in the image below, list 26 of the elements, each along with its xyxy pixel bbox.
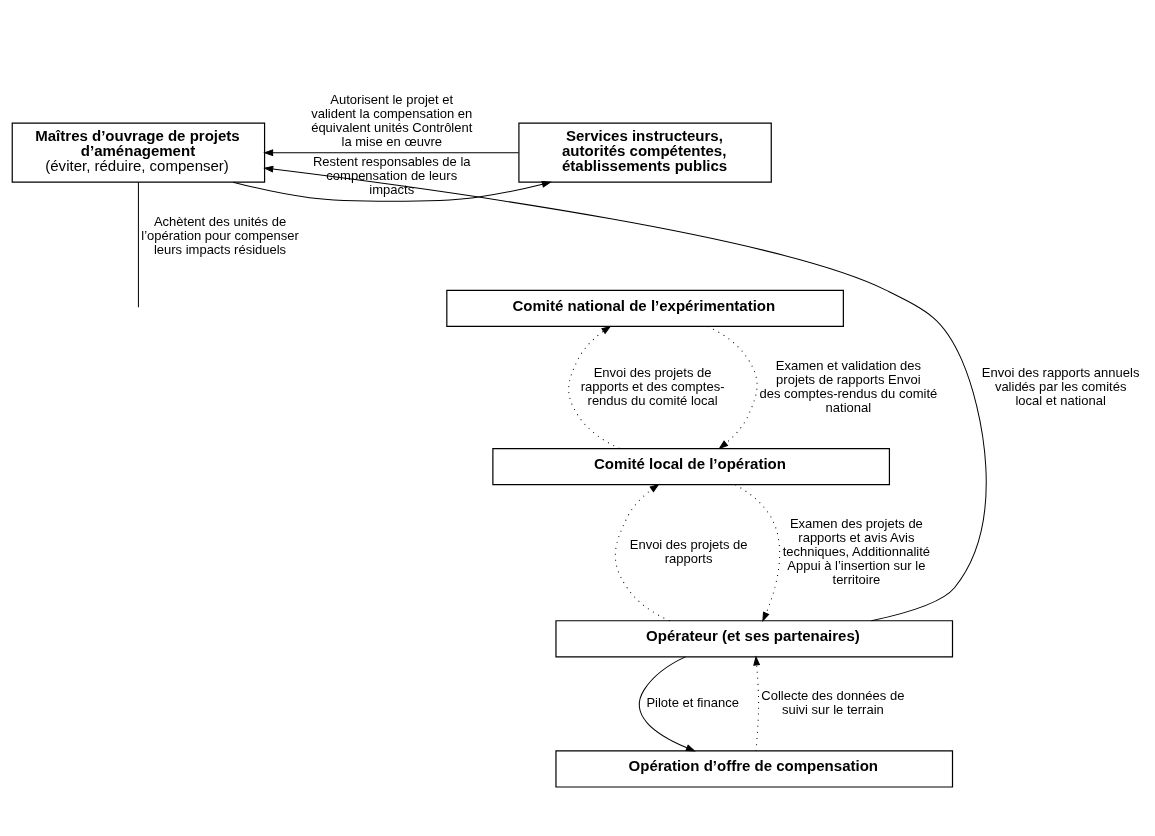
edge-label: Envoi des projets de rapports: [629, 537, 748, 567]
arrow: [568, 326, 621, 449]
node-box: Opérateur (et ses partenaires): [555, 620, 954, 658]
arrow: [707, 325, 758, 449]
arrow: [232, 180, 551, 202]
node-box: Opération d’offre de compensation: [555, 750, 954, 788]
node-box: Services instructeurs, autorités compétentes, établissements publics: [518, 122, 772, 183]
node-box: Comité national de l’expérimentation: [446, 289, 844, 327]
arrow: [734, 484, 781, 622]
edge-label: Autorisent le projet et valident la compensation en équivalent unités Contrôlent la mise en œuvre: [311, 91, 473, 150]
edge-label: Achètent des unités de l’opération pour compenser leurs impacts résiduels: [141, 213, 299, 257]
edge-label: Examen des projets de rapports et avis Avis techniques, Additionnalité Appui à l’insertion sur le territoire: [782, 516, 931, 588]
connector: [137, 181, 139, 308]
arrow: [264, 149, 520, 156]
edge-label: Envoi des projets de rapports et des comptes-rendus du comité local: [580, 364, 725, 408]
edge-label: Restent responsables de la compensation de leurs impacts: [312, 154, 471, 198]
arrow: [264, 165, 987, 622]
arrow: [753, 656, 760, 752]
arrow: [614, 484, 671, 622]
node-box: Maîtres d’ouvrage de projets d’aménagement (éviter, réduire, compenser): [11, 122, 266, 183]
edge-label: Pilote et finance: [646, 695, 739, 711]
arrow: [638, 656, 695, 752]
node-box: Comité local de l’opération: [492, 447, 890, 486]
edge-label: Examen et validation des projets de rapports Envoi des comptes-rendus du comité national: [759, 357, 938, 415]
edge-label: Envoi des rapports annuels validés par les comités local et national: [981, 364, 1140, 408]
edge-label: Collecte des données de suivi sur le terrain: [761, 688, 905, 718]
